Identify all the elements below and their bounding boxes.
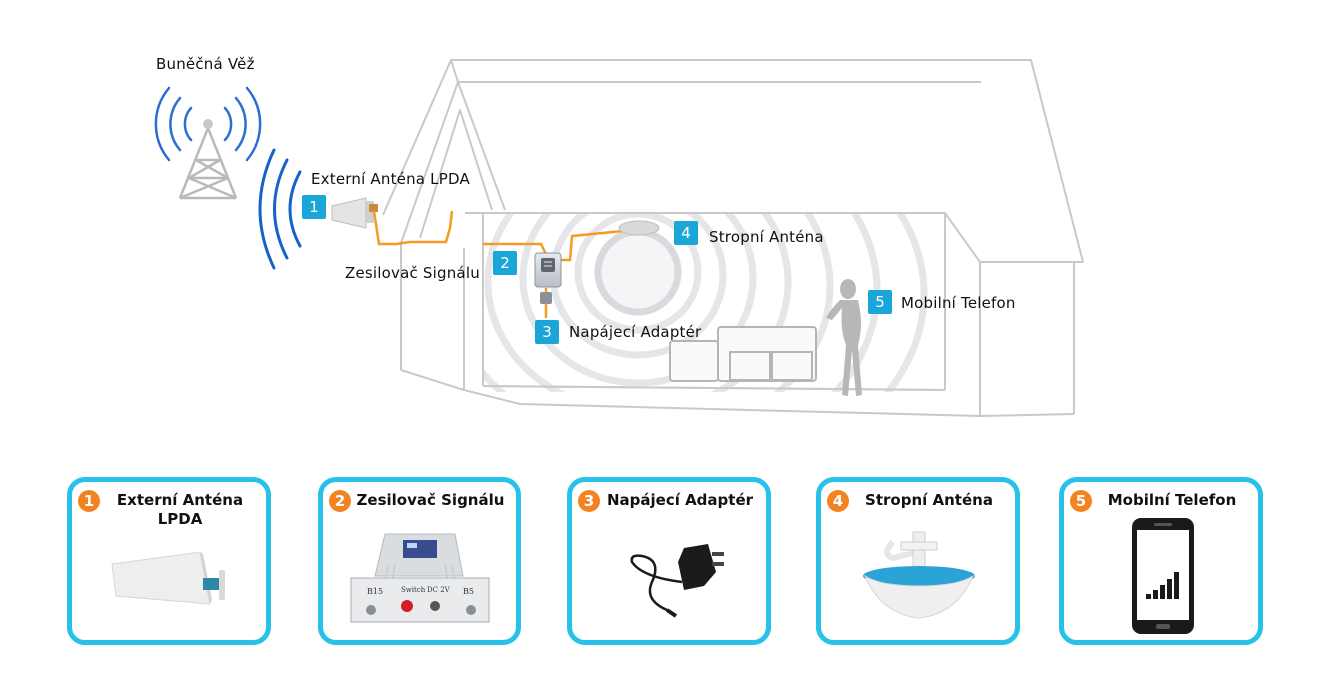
card-title: Stropní Anténa [865,491,993,509]
tower-label: Buněčná Věž [156,55,255,73]
panel-label-dc: DC 2V [427,586,451,594]
sofa [669,326,817,382]
card-number: 5 [1070,490,1092,512]
badge-5: 5 [868,290,892,314]
cell-tower [178,127,238,200]
badge-4: 4 [674,221,698,245]
adapter-label: Napájecí Adaptér [569,323,702,341]
card-adapter: 3 Napájecí Adaptér [567,477,771,645]
tower-waves [154,86,262,162]
card-booster: 2 Zesilovač Signálu B15 Switch DC 2V B5 [318,477,521,645]
booster-image: B15 Switch DC 2V B5 [350,533,490,623]
panel-label-right: B5 [463,587,474,596]
external-antenna-device [331,197,378,229]
ceiling-antenna-label: Stropní Anténa [709,228,824,246]
card-title: Externí Anténa LPDA [116,491,244,528]
badge-1: 1 [302,195,326,219]
adapter-image [630,544,724,618]
ceiling-antenna-image [863,531,975,619]
card-title: Mobilní Telefon [1107,491,1237,509]
tower-top [203,119,213,129]
power-switch [401,600,413,612]
card-title: Napájecí Adaptér [606,491,754,509]
badge-2: 2 [493,251,517,275]
card-phone: 5 Mobilní Telefon [1059,477,1263,645]
ceiling-antenna-device [618,220,660,236]
scene-diagram [0,0,1343,470]
badge-3: 3 [535,320,559,344]
card-number: 3 [578,490,600,512]
card-number: 4 [827,490,849,512]
adapter-device [540,292,552,304]
panel-label-left: B15 [367,587,383,596]
booster-label: Zesilovač Signálu [345,264,480,282]
lpda-antenna-image [111,551,225,605]
phone-label: Mobilní Telefon [901,294,1016,312]
cables [372,210,624,318]
card-title: Zesilovač Signálu [356,491,505,509]
external-antenna-label: Externí Anténa LPDA [311,170,470,188]
card-external-antenna: 1 Externí Anténa LPDA [67,477,271,645]
person-silhouette [826,279,862,396]
phone-image [1132,518,1194,634]
panel-label-switch: Switch [401,586,426,594]
card-ceiling-antenna: 4 Stropní Anténa [816,477,1020,645]
antenna-waves [258,148,302,270]
booster-device [534,252,562,288]
card-number: 2 [329,490,351,512]
signal-bars-icon [1146,572,1179,599]
room-mask [0,0,1343,470]
card-number: 1 [78,490,100,512]
